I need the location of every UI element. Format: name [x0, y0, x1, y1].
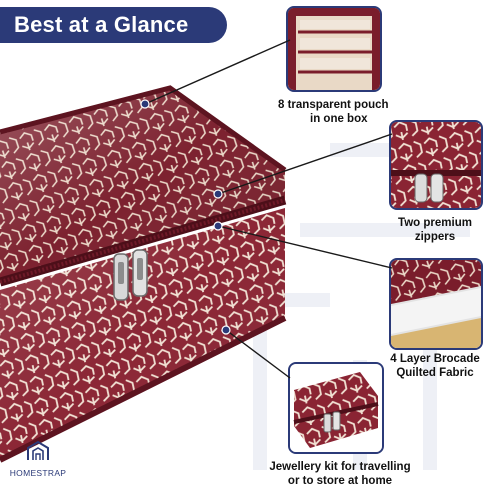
banner-title: Best at a Glance — [14, 12, 189, 37]
callout-caption-pouches: 8 transparent pouch in one box — [278, 99, 389, 125]
zipper-pull-icon — [113, 249, 148, 301]
callout-caption-fabric: 4 Layer Brocade Quilted Fabric — [390, 353, 480, 379]
callout-image-travel-kit — [288, 362, 384, 454]
callout-image-pouches — [286, 6, 382, 92]
callout-image-fabric — [389, 258, 483, 350]
brand-name: HOMESTRAP — [9, 468, 67, 478]
callout-caption-travel-kit: Jewellery kit for travelling or to store… — [269, 461, 411, 487]
callout-image-zippers — [389, 120, 483, 210]
homestrap-logo-icon — [27, 440, 49, 460]
callout-caption-zippers: Two premium zippers — [398, 217, 472, 243]
title-banner: Best at a Glance — [0, 7, 227, 43]
product-jewellery-box — [0, 85, 287, 463]
brand-logo: HOMESTRAP — [3, 440, 73, 478]
